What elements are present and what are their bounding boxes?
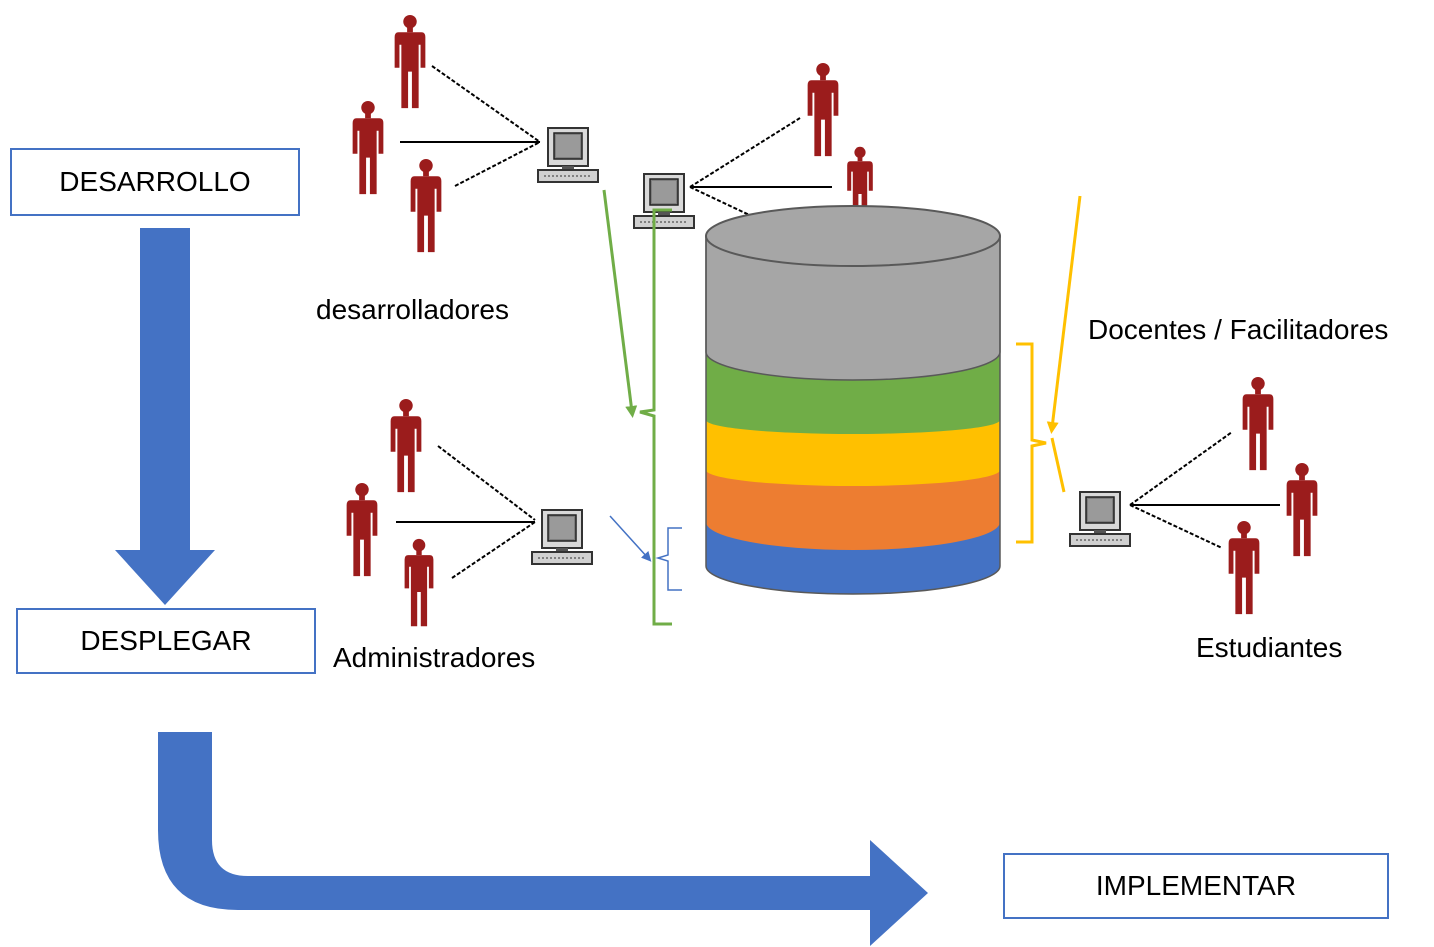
person-icon (807, 62, 839, 157)
developers-connector (602, 189, 672, 626)
person-icon (1286, 462, 1318, 557)
administrators-label: Administradores (333, 642, 536, 673)
administrators-group (346, 398, 593, 627)
person-icon (346, 482, 378, 577)
teachers-connector (1016, 195, 1082, 544)
computer-icon (633, 173, 695, 229)
flow-arrow-elbow (158, 732, 928, 946)
database-icon (705, 205, 1001, 595)
stage-box-deploy: DESPLEGAR (16, 608, 316, 674)
stage-box-implement: IMPLEMENTAR (1003, 853, 1389, 919)
person-icon (390, 398, 422, 493)
person-icon (404, 538, 434, 627)
developers-group (352, 14, 599, 253)
teachers-group (633, 62, 873, 229)
flow-arrow-down (115, 228, 215, 605)
person-icon (1242, 376, 1274, 471)
person-icon (394, 14, 426, 109)
person-icon (1228, 520, 1260, 615)
stage-box-develop: DESARROLLO (10, 148, 300, 216)
teachers-label: Docentes / Facilitadores (1088, 314, 1389, 345)
computer-icon (1069, 491, 1131, 547)
computer-icon (537, 127, 599, 183)
students-group (1069, 376, 1318, 615)
stage-label-deploy: DESPLEGAR (80, 625, 252, 656)
computer-icon (531, 509, 593, 565)
stage-label-implement: IMPLEMENTAR (1095, 870, 1297, 901)
stage-label-develop: DESARROLLO (59, 166, 251, 197)
administrators-connector (609, 515, 682, 591)
person-icon (410, 158, 442, 253)
students-label: Estudiantes (1196, 632, 1343, 663)
developers-label: desarrolladores (316, 294, 509, 325)
person-icon (352, 100, 384, 195)
